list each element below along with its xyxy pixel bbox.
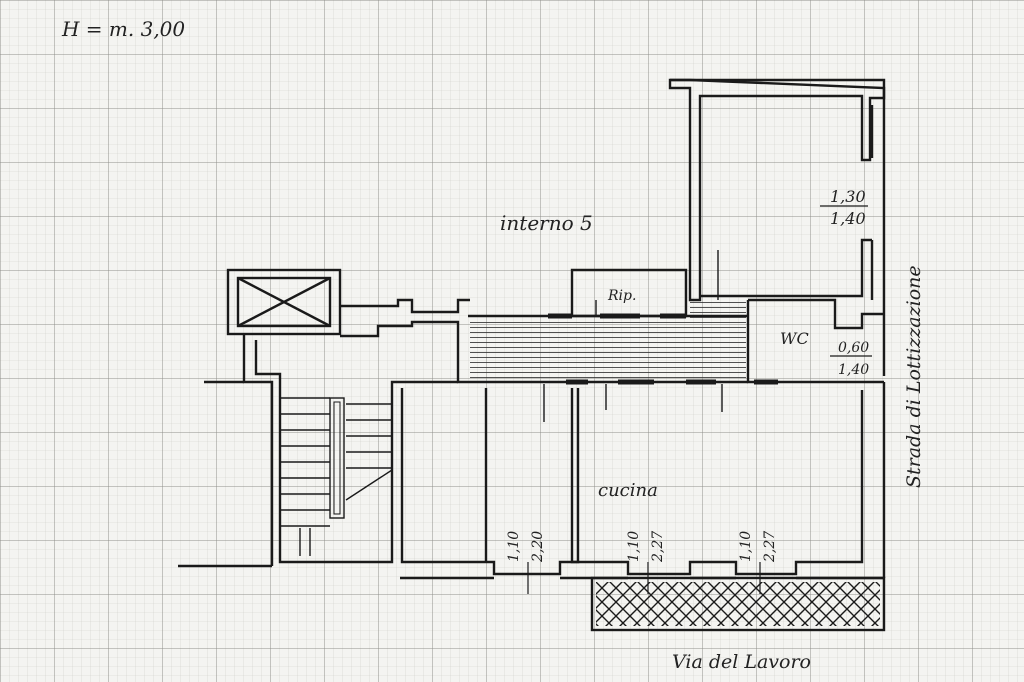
balcony-hatch	[596, 582, 880, 626]
storage-label: Rip.	[607, 288, 636, 304]
kitchen-label: cucina	[598, 480, 658, 501]
street-right-label: Strada di Lottizzazione	[903, 265, 925, 488]
window1-dim-a: 1,10	[506, 531, 522, 562]
room-window-dim-top: 1,30	[830, 187, 866, 206]
wc-label: WC	[780, 329, 809, 348]
wc-window-dim-top: 0,60	[838, 340, 869, 356]
door-swings	[543, 250, 723, 422]
dimension-lines	[527, 205, 872, 594]
street-bottom-label: Via del Lavoro	[672, 651, 811, 673]
room-window-dim-bottom: 1,40	[830, 209, 866, 228]
stair-treads	[280, 397, 393, 556]
corridor-shading-upper	[690, 300, 746, 318]
window2-dim-a: 1,10	[626, 531, 642, 562]
wc-window-dim-bottom: 1,40	[838, 362, 869, 378]
unit-label: interno 5	[500, 211, 593, 235]
corridor-shading	[470, 318, 746, 380]
window1-dim-b: 2,20	[530, 531, 546, 563]
window3-dim-a: 1,10	[738, 531, 754, 562]
height-note: H = m. 3,00	[61, 17, 185, 41]
door-marks	[548, 313, 778, 385]
window2-dim-b: 2,27	[650, 531, 666, 563]
window3-dim-b: 2,27	[762, 531, 778, 563]
